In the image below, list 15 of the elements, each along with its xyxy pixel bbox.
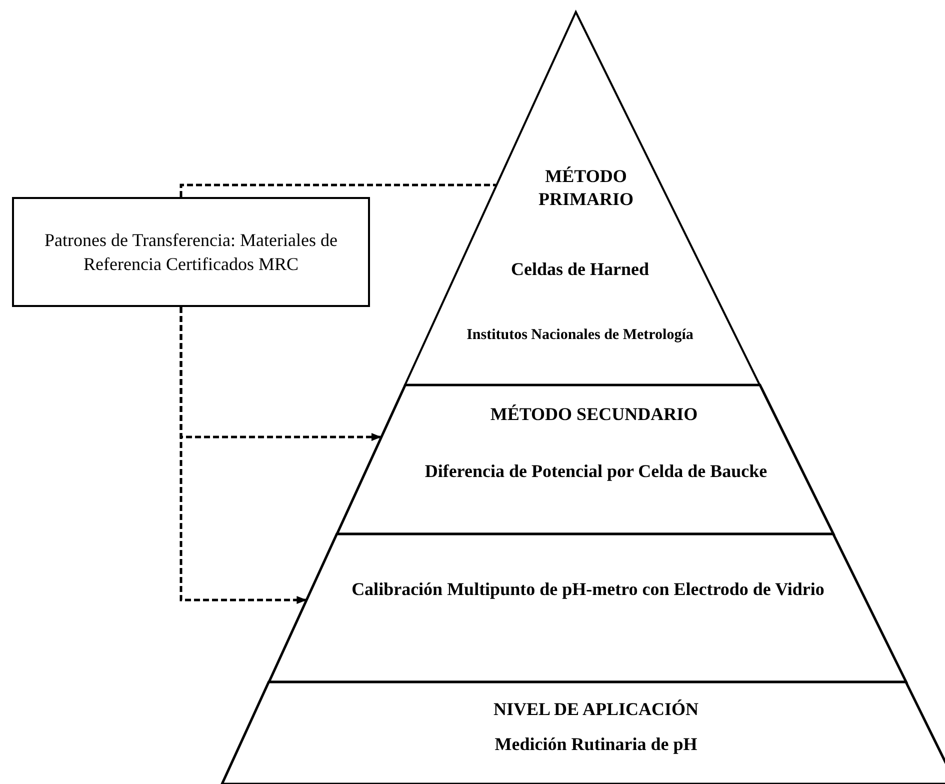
- tier-heading: MÉTODO PRIMARIO: [537, 165, 634, 210]
- reference-box: [12, 197, 370, 307]
- tier-label: Calibración Multipunto de pH-metro con Electrodo de Vidrio: [350, 578, 826, 600]
- tier-heading: MÉTODO SECUNDARIO: [489, 403, 699, 426]
- pyramid-tier: [336, 385, 834, 534]
- tier-heading: NIVEL DE APLICACIÓN: [492, 698, 700, 720]
- tier-label: Medición Rutinaria de pH: [494, 733, 698, 756]
- pyramid-tier: [222, 682, 945, 784]
- box-label: Patrones de Transferencia: Materiales de Referencia Certificados MRC: [44, 228, 338, 276]
- dashed-arrow: [180, 307, 307, 604]
- tier-label: Institutos Nacionales de Metrología: [466, 326, 694, 345]
- pyramid-tier: [269, 534, 906, 682]
- tier-label: Celdas de Harned: [510, 258, 650, 280]
- tier-label: Diferencia de Potencial por Celda de Baucke: [424, 460, 768, 482]
- pyramid-tier: [405, 12, 760, 385]
